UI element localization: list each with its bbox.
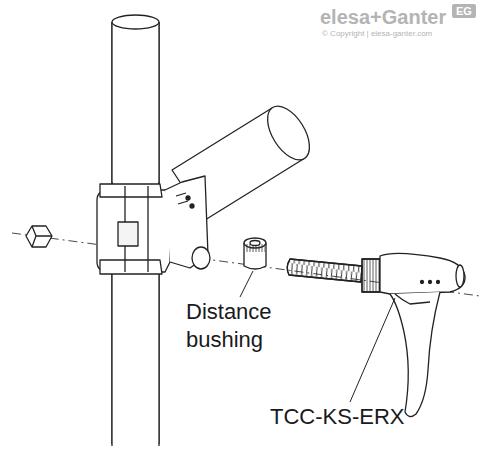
hex-nut — [26, 226, 52, 247]
part-label: TCC-KS-ERX — [270, 404, 404, 430]
distance-bushing — [244, 238, 266, 269]
threaded-screw — [287, 259, 362, 282]
clamp-body — [97, 176, 210, 274]
leader-line — [350, 298, 395, 402]
leader-line — [240, 271, 253, 297]
cam-lever — [362, 253, 465, 416]
axis-line — [12, 233, 480, 296]
part-label: Distance bushing — [186, 298, 298, 353]
watermark-logo: EG — [452, 4, 476, 18]
watermark-copyright: © Copyright | elesa-ganter.com — [322, 29, 432, 38]
watermark-brand: elesa+Ganter — [320, 6, 446, 29]
